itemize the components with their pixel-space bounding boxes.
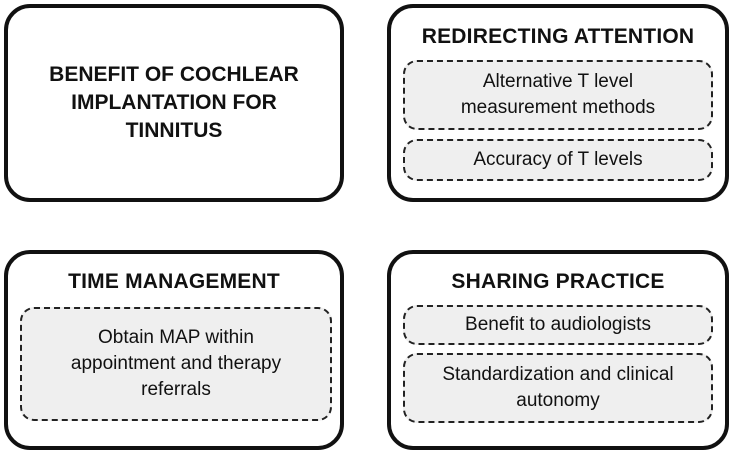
item-standardization-autonomy-line2: autonomy [516, 390, 600, 411]
panel-benefit-title-line1: BENEFIT OF COCHLEAR [49, 63, 299, 86]
item-accuracy-t-levels: Accuracy of T levels [403, 139, 713, 181]
panel-sharing-practice: SHARING PRACTICE Benefit to audiologists… [387, 250, 729, 450]
panel-benefit-title-line2: IMPLANTATION FOR [71, 91, 277, 114]
panel-sharing-practice-title: SHARING PRACTICE [451, 270, 665, 293]
item-benefit-audiologists-line1: Benefit to audiologists [465, 314, 651, 335]
panel-redirecting-attention-title: REDIRECTING ATTENTION [421, 25, 695, 48]
item-alternative-t-level-line1: Alternative T level [482, 71, 634, 92]
panel-time-management: TIME MANAGEMENT Obtain MAP within appoin… [4, 250, 344, 450]
item-standardization-autonomy-line1: Standardization and clinical [442, 364, 674, 385]
item-standardization-autonomy: Standardization and clinical autonomy [403, 353, 713, 423]
item-benefit-audiologists: Benefit to audiologists [403, 305, 713, 345]
panel-time-management-title: TIME MANAGEMENT [68, 270, 280, 293]
item-obtain-map-line1: Obtain MAP within [98, 327, 254, 348]
item-accuracy-t-levels-line1: Accuracy of T levels [473, 149, 643, 170]
item-obtain-map-line3: referrals [141, 379, 211, 400]
item-alternative-t-level: Alternative T level measurement methods [403, 60, 713, 130]
panel-benefit: BENEFIT OF COCHLEAR IMPLANTATION FOR TIN… [4, 4, 344, 202]
panel-redirecting-attention: REDIRECTING ATTENTION Alternative T leve… [387, 4, 729, 202]
item-obtain-map-line2: appointment and therapy [70, 353, 282, 374]
item-alternative-t-level-line2: measurement methods [460, 97, 656, 118]
item-obtain-map: Obtain MAP within appointment and therap… [20, 307, 332, 421]
panel-benefit-title: BENEFIT OF COCHLEAR IMPLANTATION FOR TIN… [8, 8, 340, 198]
panel-benefit-title-line3: TINNITUS [125, 119, 223, 142]
